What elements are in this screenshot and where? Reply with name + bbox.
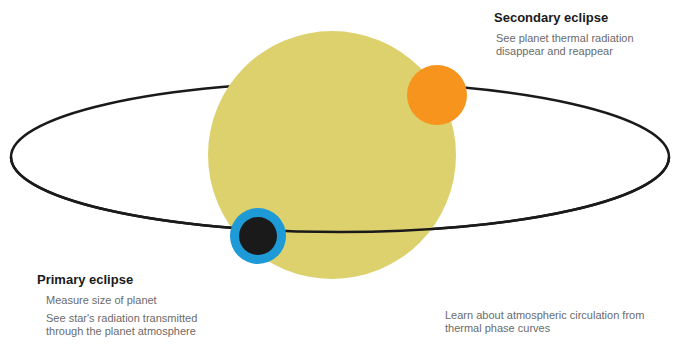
secondary-eclipse-note: See planet thermal radiation disappear a… [496,32,666,57]
primary-eclipse-note: Measure size of planet [46,294,246,307]
primary-eclipse-planet [239,217,277,255]
secondary-eclipse-heading: Secondary eclipse [494,11,674,26]
secondary-eclipse-planet [407,65,467,125]
primary-eclipse-heading: Primary eclipse [37,273,237,288]
primary-eclipse-note: See star's radiation transmitted through… [46,312,228,337]
phase-curve-note: Learn about atmospheric circulation from… [445,309,645,334]
star [208,31,456,279]
planet-atmosphere-ring [230,208,286,264]
orbit-front-arc [11,157,669,232]
